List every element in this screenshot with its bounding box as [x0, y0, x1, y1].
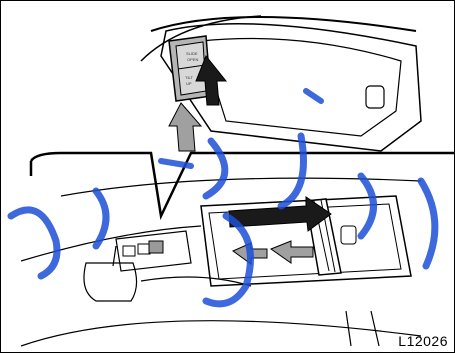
callout-line	[31, 153, 455, 216]
switch-label-up: UP	[186, 81, 192, 86]
cabin-overview	[21, 178, 421, 346]
watermark	[11, 91, 435, 304]
slide-close-arrow-icon	[271, 241, 313, 263]
sunroof-switch-small	[149, 241, 163, 253]
overhead-console-detail: SLIDE OPEN TILT UP	[141, 16, 421, 151]
figure-code: L12026	[398, 333, 448, 349]
tilt-up-arrow-icon	[169, 103, 201, 151]
switch-label-tilt: TILT	[185, 75, 193, 80]
switch-label-slide: SLIDE	[186, 51, 198, 56]
switch-label-open: OPEN	[187, 57, 198, 62]
rearview-mirror	[84, 263, 137, 301]
